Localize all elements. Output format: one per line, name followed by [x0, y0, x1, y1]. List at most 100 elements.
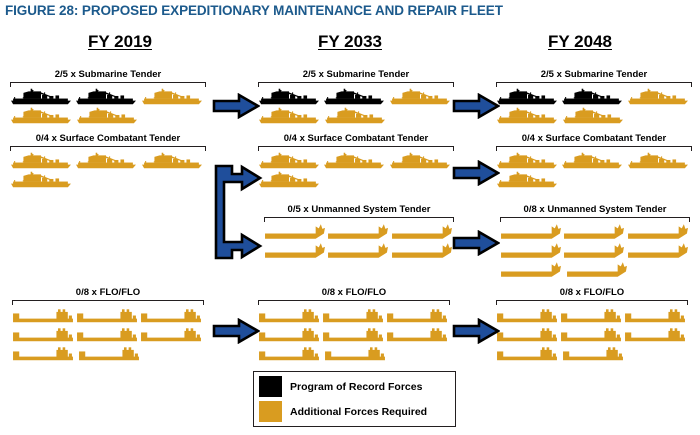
ship-icon-floflo	[259, 347, 319, 361]
ship-slot	[323, 152, 388, 170]
ship-slot	[389, 152, 454, 170]
ship-slot	[500, 223, 563, 241]
ship-icon-tender	[325, 107, 385, 124]
ship-slot	[76, 306, 140, 324]
group-label: 0/4 x Surface Combatant Tender	[521, 133, 667, 144]
ship-grid	[496, 87, 692, 125]
ship-slot	[76, 107, 142, 125]
ship-slot	[561, 152, 626, 170]
group-bracket	[500, 217, 690, 222]
group-label: 0/8 x FLO/FLO	[321, 287, 387, 298]
group-label: 0/8 x FLO/FLO	[559, 287, 625, 298]
ship-slot	[78, 344, 144, 362]
ship-grid	[10, 87, 206, 125]
ship-slot	[322, 325, 386, 343]
ship-row	[496, 306, 688, 324]
group-floflo-fy2033: 0/8 x FLO/FLO	[258, 287, 450, 362]
ship-icon-tender	[562, 88, 623, 105]
group-label: 0/4 x Surface Combatant Tender	[35, 133, 181, 144]
ship-slot	[386, 306, 450, 324]
right-arrow-icon	[212, 92, 261, 120]
group-surface-combatant-tender-fy2033: 0/4 x Surface Combatant Tender	[258, 133, 454, 189]
group-surface-combatant-tender-fy2048: 0/4 x Surface Combatant Tender	[496, 133, 692, 189]
arrow-submarine-fy2019-to-fy2033	[212, 92, 261, 120]
ship-slot	[500, 242, 563, 260]
ship-slot	[140, 325, 204, 343]
ship-slot	[496, 171, 562, 189]
ship-icon-tender	[627, 152, 688, 169]
ship-icon-unmanned-tender	[328, 243, 389, 258]
ship-grid	[496, 151, 692, 189]
ship-slot	[322, 306, 386, 324]
ship-slot	[566, 261, 632, 279]
ship-icon-tender	[497, 107, 557, 124]
ship-slot	[75, 88, 140, 106]
ship-row	[264, 242, 454, 260]
ship-slot	[627, 223, 690, 241]
ship-icon-floflo	[563, 347, 623, 361]
ship-slot	[563, 242, 626, 260]
ship-icon-tender	[389, 152, 450, 169]
right-arrow-icon	[212, 317, 261, 345]
ship-row	[496, 325, 688, 343]
arrow-unmanned-fy2033-to-fy2048	[452, 229, 501, 257]
column-header-fy2019: FY 2019	[88, 32, 152, 51]
ship-slot	[562, 107, 628, 125]
ship-icon-floflo	[79, 347, 139, 361]
right-arrow-icon	[452, 159, 501, 187]
ship-grid	[10, 151, 206, 189]
ship-icon-floflo	[141, 328, 201, 342]
ship-icon-unmanned-tender	[328, 224, 389, 239]
ship-row	[496, 344, 688, 362]
ship-row	[258, 88, 454, 106]
ship-icon-tender	[497, 88, 557, 105]
ship-row	[496, 88, 692, 106]
ship-slot	[389, 88, 454, 106]
ship-row	[496, 107, 692, 125]
ship-icon-unmanned-tender	[501, 224, 561, 239]
group-label: 2/5 x Submarine Tender	[540, 69, 648, 80]
group-submarine-tender-fy2019: 2/5 x Submarine Tender	[10, 69, 206, 125]
ship-icon-tender	[627, 88, 688, 105]
ship-icon-floflo	[387, 328, 447, 342]
group-floflo-fy2019: 0/8 x FLO/FLO	[12, 287, 204, 362]
ship-row	[496, 152, 692, 170]
ship-icon-tender	[76, 88, 137, 105]
ship-icon-floflo	[625, 309, 685, 323]
ship-slot	[391, 242, 454, 260]
legend-swatch-black	[259, 376, 282, 397]
ship-icon-tender	[11, 107, 71, 124]
group-bracket	[496, 146, 692, 151]
right-arrow-icon	[452, 92, 501, 120]
ship-row	[258, 107, 454, 125]
ship-slot	[10, 88, 75, 106]
right-arrow-icon	[452, 229, 501, 257]
group-label: 2/5 x Submarine Tender	[54, 69, 162, 80]
ship-grid	[12, 305, 204, 362]
ship-slot	[12, 325, 76, 343]
ship-slot	[76, 325, 140, 343]
ship-slot	[327, 242, 390, 260]
ship-row	[12, 306, 204, 324]
ship-icon-floflo	[323, 309, 383, 323]
ship-icon-unmanned-tender	[391, 224, 452, 239]
ship-icon-tender	[389, 88, 450, 105]
ship-row	[12, 344, 204, 362]
ship-slot	[258, 88, 323, 106]
group-submarine-tender-fy2048: 2/5 x Submarine Tender	[496, 69, 692, 125]
ship-row	[12, 325, 204, 343]
group-label: 0/5 x Unmanned System Tender	[287, 204, 431, 215]
ship-row	[10, 152, 206, 170]
ship-slot	[75, 152, 140, 170]
ship-slot	[627, 152, 692, 170]
group-bracket	[258, 82, 454, 87]
arrow-submarine-fy2033-to-fy2048	[452, 92, 501, 120]
ship-icon-unmanned-tender	[627, 224, 688, 239]
legend: Program of Record Forces Additional Forc…	[253, 371, 456, 427]
ship-slot	[624, 325, 688, 343]
legend-label: Additional Forces Required	[290, 405, 428, 418]
ship-icon-unmanned-tender	[391, 243, 452, 258]
ship-slot	[140, 306, 204, 324]
ship-icon-tender	[11, 171, 71, 188]
ship-icon-tender	[563, 107, 623, 124]
